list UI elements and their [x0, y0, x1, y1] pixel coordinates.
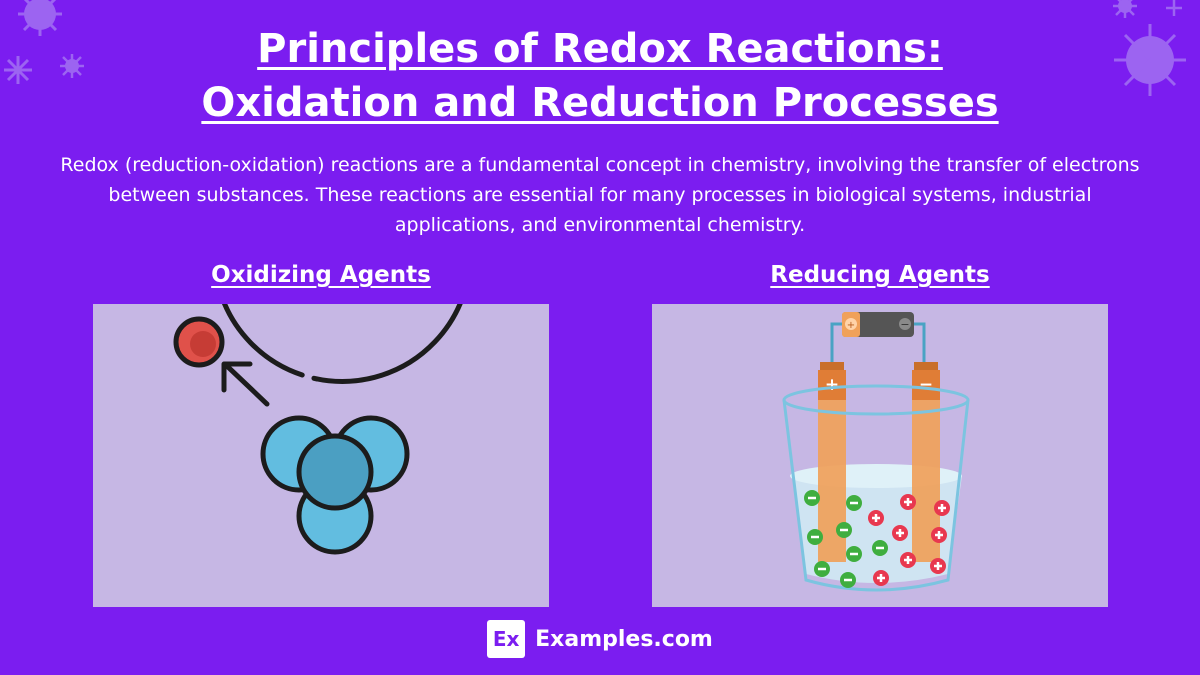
battery-negative-label: −	[900, 318, 909, 331]
positive-electrode	[818, 362, 846, 562]
reducing-agents-heading: Reducing Agents	[770, 262, 990, 288]
battery-positive-label: +	[847, 320, 855, 331]
anion-particles	[804, 490, 888, 588]
oxidizing-agents-heading: Oxidizing Agents	[211, 262, 431, 288]
cation-particles	[868, 494, 950, 586]
title-line-1: Principles of Redox Reactions:	[257, 26, 943, 72]
footer-brand: Ex Examples.com	[0, 620, 1200, 658]
examples-logo-icon: Ex	[487, 620, 526, 658]
nucleus-icon	[260, 415, 410, 555]
electrode-positive-label: +	[825, 375, 839, 395]
page-title: Principles of Redox Reactions: Oxidation…	[0, 22, 1200, 130]
electrolysis-beaker-icon: + − + −	[782, 312, 970, 592]
intro-paragraph: Redox (reduction-oxidation) reactions ar…	[60, 154, 1140, 236]
brand-name[interactable]: Examples.com	[535, 626, 713, 652]
virus-decoration-icon	[4, 0, 84, 84]
battery-icon	[842, 312, 914, 337]
virus-decoration-icon	[1113, 0, 1186, 96]
reducing-agents-panel: + − + −	[652, 304, 1108, 607]
title-line-2: Oxidation and Reduction Processes	[201, 80, 999, 126]
electrode-negative-label: −	[919, 375, 933, 395]
atom-electron-loss-icon	[173, 304, 473, 555]
oxidizing-agents-panel	[93, 304, 549, 607]
